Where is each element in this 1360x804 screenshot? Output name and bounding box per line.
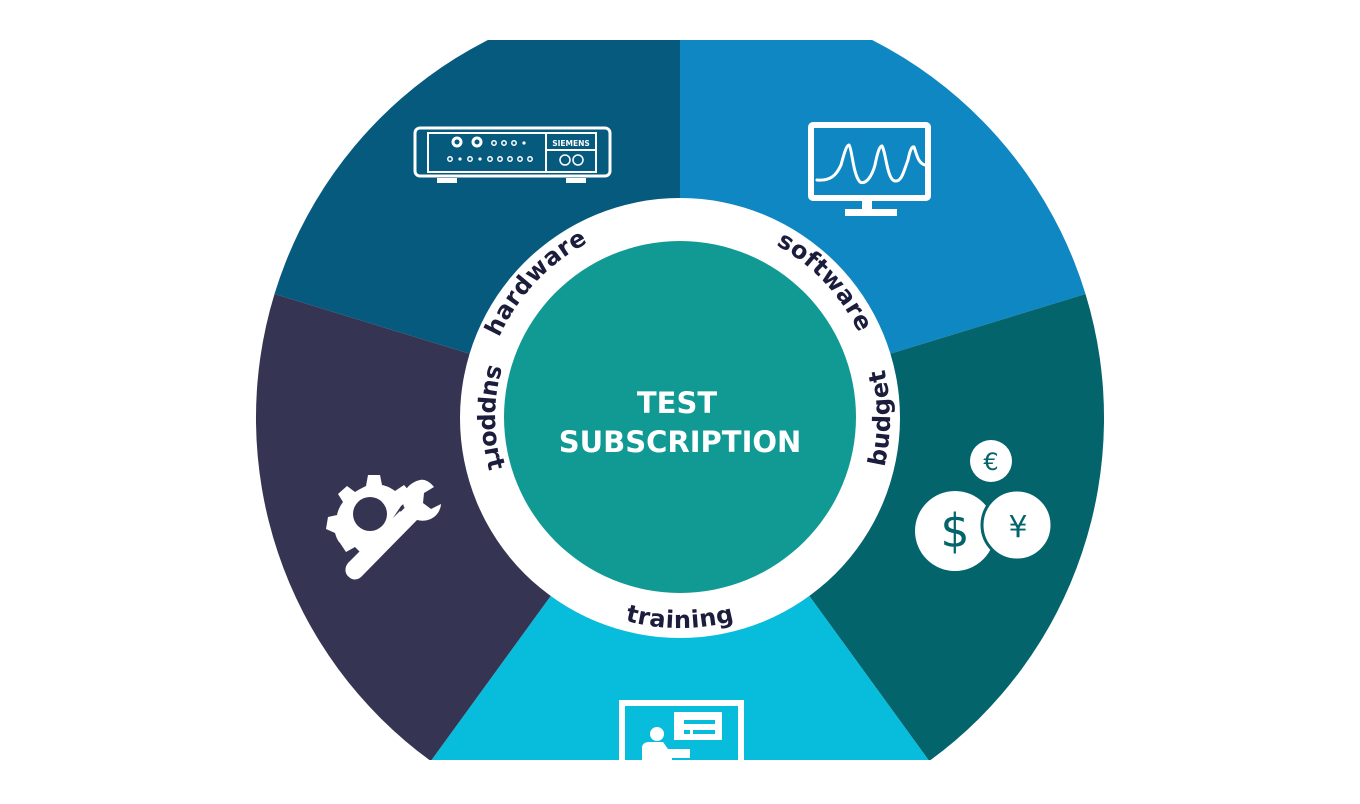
- monitor-waveform-icon: [808, 122, 931, 216]
- hardware-device-icon: [413, 126, 612, 183]
- presentation-board-icon: [619, 700, 744, 763]
- currency-coins-icon: [915, 440, 1054, 571]
- gear-wrench-icon: [326, 475, 441, 580]
- yen-symbol: ¥: [1008, 510, 1027, 545]
- euro-symbol: €: [983, 448, 998, 476]
- ring-label-budget: budget: [863, 368, 896, 469]
- center-circle: [504, 241, 856, 593]
- dollar-symbol: $: [940, 504, 969, 558]
- center-title-line2: SUBSCRIPTION: [559, 425, 802, 459]
- center-title-line1: TEST: [637, 386, 717, 420]
- hardware-brand-label: SIEMENS: [552, 139, 590, 148]
